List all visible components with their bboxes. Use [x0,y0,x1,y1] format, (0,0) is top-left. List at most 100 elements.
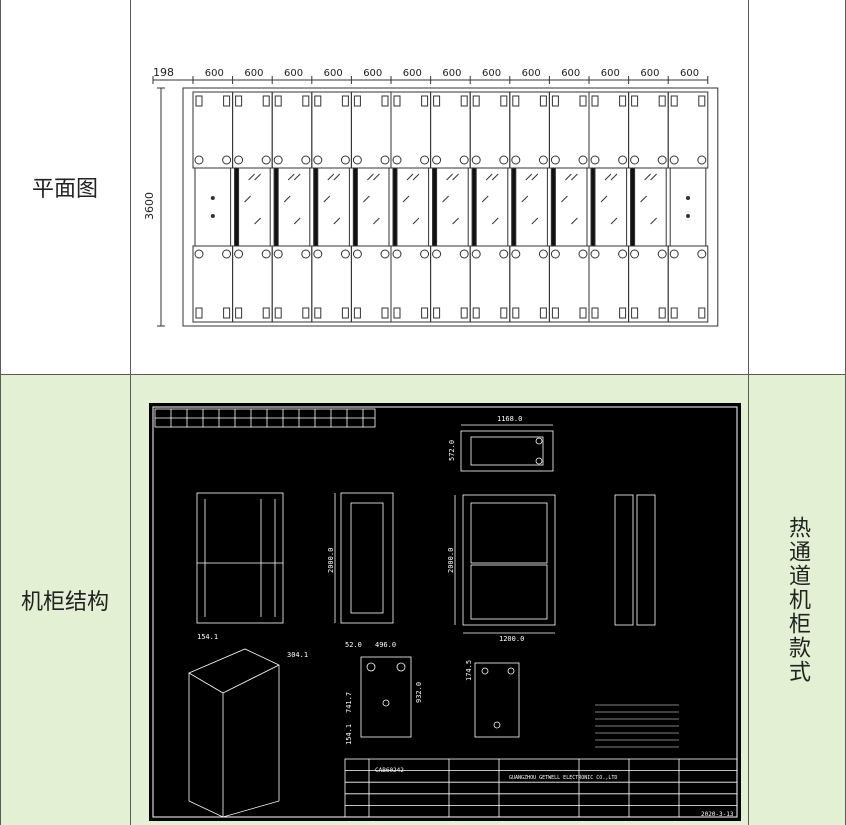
plan-aisle-panel [669,167,707,247]
plan-aisle-frame [273,167,279,247]
plan-handle [579,95,587,107]
dim-side-width: 1200.0 [499,635,524,643]
plan-glass-mark [491,217,499,225]
plan-glass-mark [650,173,657,181]
plan-aisle-frame [590,167,596,247]
plan-glass-mark [254,173,261,181]
dim-base-h: 741.7 [345,692,353,713]
dim-module-label: 600 [284,68,303,79]
plan-caster [499,155,509,165]
plan-cabinet-top [509,91,550,169]
plan-caster [194,155,204,165]
dim-left-margin: 198 [153,66,174,79]
plan-aisle-frame [432,167,438,247]
plan-aisle-frame [352,167,358,247]
plan-aisle-frame [630,167,636,247]
plan-glass-mark [287,173,295,181]
plan-glass-mark [323,195,331,203]
plan-caster [392,155,402,165]
plan-handle [223,307,231,319]
plan-glass-mark [650,217,657,225]
plan-glass-mark [327,173,335,181]
plan-caster [499,249,509,259]
dim-side-w2: 304.1 [287,651,308,659]
plan-glass-mark [244,195,251,203]
cad-hole [382,699,390,707]
plan-caster [550,155,560,165]
plan-cabinet-top [271,91,313,169]
plan-glass-mark [531,173,539,181]
plan-glass-mark [293,173,301,181]
plan-glass-mark [561,195,568,203]
plan-cabinet-top [192,91,234,169]
plan-handle [698,307,706,319]
plan-handle [353,307,361,319]
plan-caster [222,155,232,165]
plan-handle [262,95,270,107]
plan-aisle-frame [313,167,319,247]
plan-handle [670,307,678,319]
plan-cabinet-bottom [430,245,471,323]
plan-handle [223,95,231,107]
plan-aisle-panel [234,167,271,247]
plan-cabinet-bottom [232,245,273,323]
plan-handle [341,95,349,107]
cad-front-view [196,492,284,624]
dim-top-depth: 572.0 [448,440,456,461]
plan-glass-mark [402,195,410,203]
plan-glass-mark [481,195,489,203]
plan-handle [341,307,349,319]
dim-top-width: 1168.0 [497,415,522,423]
plan-glass-mark [367,173,374,181]
plan-caster [459,155,469,165]
plan-aisle-panel [590,167,628,247]
plan-handle [591,307,599,319]
plan-caster [471,249,481,259]
plan-aisle-panel [511,167,548,247]
plan-handle [631,307,639,319]
plan-cabinet-top [628,91,669,169]
plan-caster [590,249,600,259]
plan-glass-mark [531,217,539,225]
dim-module-label: 600 [363,68,382,79]
plan-handle [670,95,678,107]
plan-dot [686,214,690,218]
cad-hole [535,457,543,465]
dim-foot: 154.1 [345,724,353,745]
plan-cabinet-bottom [311,245,352,323]
plan-handle [433,95,441,107]
cad-side-inner [350,502,384,614]
dim-base-inner: 932.0 [415,682,423,703]
plan-aisle-panel [313,167,350,247]
cad-hole [493,721,501,729]
plan-aisle-frame [392,167,398,247]
plan-handle [433,307,441,319]
cad-rear-view [462,494,556,626]
plan-handle [512,307,520,319]
plan-glass-mark [373,173,380,181]
plan-handle [500,95,508,107]
plan-aisle-panel [550,167,588,247]
plan-caster [380,155,390,165]
dim-module-label: 600 [442,68,461,79]
plan-handle [393,307,401,319]
plan-cabinet-bottom [628,245,669,323]
plan-glass-mark [521,195,529,203]
plan-outline [182,87,719,327]
plan-aisle-panel [352,167,390,247]
dim-base-b: 496.0 [375,641,396,649]
cad-hole [396,662,406,672]
dim-module-label: 600 [403,68,422,79]
plan-handle [353,95,361,107]
plan-handle [421,95,429,107]
plan-handle [195,95,203,107]
plan-caster [511,249,521,259]
plan-glass-mark [565,173,572,181]
plan-glass-mark [610,173,618,181]
plan-cabinet-bottom [390,245,432,323]
plan-handle [500,307,508,319]
plan-glass-mark [412,173,420,181]
dim-front-height: 2000.0 [327,548,335,573]
plan-handle [195,307,203,319]
